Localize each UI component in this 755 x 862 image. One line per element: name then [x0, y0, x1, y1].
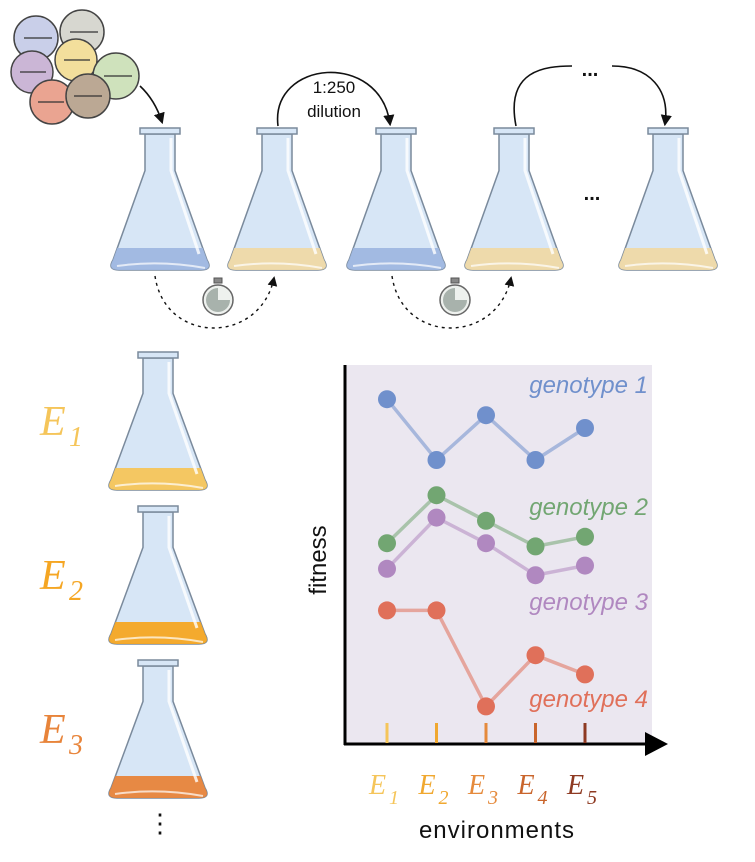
growth-timers: [202, 277, 471, 316]
series-1-point-2: [427, 451, 446, 469]
series-3-point-1: [378, 559, 396, 578]
growth-arrow-2: [391, 275, 515, 329]
stopwatch-icon: [202, 277, 234, 316]
environment-label-1: E: [39, 399, 66, 445]
series-labels: genotype 1 genotype 2 genotype 3 genotype 4: [529, 372, 648, 713]
series-2-point-1: [378, 534, 396, 553]
environment-label-2: E: [39, 553, 66, 599]
flask-3: [346, 127, 446, 271]
stopwatch-icon: [439, 277, 471, 316]
x-tick-label-1: E: [368, 770, 386, 801]
transfer-arrow-out: [513, 65, 573, 127]
series-3-point-3: [477, 534, 495, 553]
environment-flask-3: [108, 659, 208, 799]
y-axis-label: fitness: [305, 525, 332, 594]
environment-label-3: E: [39, 707, 66, 753]
inoculation-arrow: [139, 85, 165, 125]
flask-1: [110, 127, 210, 271]
environment-flask-2: [108, 505, 208, 645]
series-label-2: genotype 2: [529, 494, 648, 521]
series-3-point-4: [526, 566, 545, 585]
series-4-point-5: [576, 665, 594, 684]
left-ellipsis: ⋮: [147, 808, 173, 838]
x-axis-label: environments: [419, 817, 575, 844]
x-tick-subscript-1: 1: [389, 787, 399, 809]
x-tick-label-4: E: [517, 770, 535, 801]
x-tick-subscript-3: 3: [487, 787, 498, 809]
series-4-point-4: [526, 646, 545, 665]
series-2-point-5: [576, 527, 594, 546]
series-label-4: genotype 4: [529, 686, 648, 713]
x-tick-label-5: E: [566, 770, 584, 801]
series-label-1: genotype 1: [529, 372, 648, 399]
series-2-point-4: [526, 537, 545, 556]
series-2-point-3: [477, 511, 495, 530]
x-tick-label-3: E: [467, 770, 485, 801]
transfer-arrows: [139, 65, 672, 329]
series-label-3: genotype 3: [529, 589, 648, 616]
environment-subscript-3: 3: [68, 730, 83, 761]
series-1-point-1: [378, 390, 396, 409]
serial-transfer-flasks: [110, 127, 718, 271]
flask-2: [227, 127, 327, 271]
series-3-point-5: [576, 556, 594, 575]
flask-4: [464, 127, 564, 271]
environment-subscript-1: 1: [69, 422, 83, 453]
series-4-point-1: [378, 601, 396, 620]
series-3-point-2: [427, 508, 446, 527]
x-tick-subscript-4: 4: [538, 787, 548, 809]
series-1-point-3: [477, 406, 495, 425]
mid-ellipsis-label: ...: [584, 183, 601, 205]
dilution-arrow: [277, 71, 395, 127]
series-points: [378, 390, 594, 716]
transfer-arrow-in: [611, 65, 672, 127]
series-2-point-2: [427, 486, 446, 505]
yeast-population-icon: [10, 9, 140, 125]
x-tick-subscript-5: 5: [587, 787, 597, 809]
dilution-ratio-label: 1:250: [313, 78, 356, 97]
x-tick-subscript-2: 2: [439, 787, 449, 809]
top-ellipsis-label: ...: [582, 59, 599, 81]
growth-arrow-1: [154, 275, 278, 329]
x-axis-arrowhead: [645, 732, 668, 756]
series-4-point-2: [427, 601, 446, 620]
environment-subscript-2: 2: [69, 576, 83, 607]
flask-5: [618, 127, 718, 271]
series-4-point-3: [477, 697, 495, 716]
environment-flask-1: [108, 351, 208, 491]
x-tick-label-2: E: [418, 770, 436, 801]
series-1-point-5: [576, 419, 594, 437]
dilution-word-label: dilution: [307, 102, 361, 121]
series-1-point-4: [526, 451, 545, 469]
